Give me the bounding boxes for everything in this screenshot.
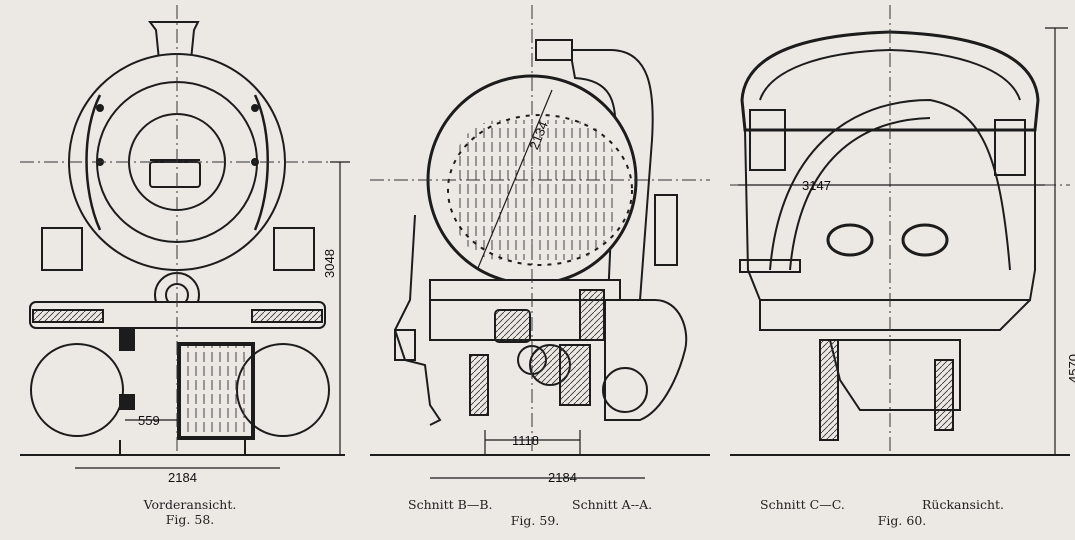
fig60-dimension-lines <box>738 27 1068 455</box>
fig59-right-section-label: Schnitt A--A. <box>572 497 653 512</box>
fig59-gauge-dimension: 2184 <box>548 470 577 485</box>
fig58-caption: Vorderansicht. Fig. 58. <box>140 497 240 527</box>
fig58-height-dimension: 3048 <box>322 249 337 278</box>
fig58-gauge-dimension: 2184 <box>168 470 197 485</box>
fig58-fig-label: Fig. 58. <box>165 512 215 527</box>
fig59-inner-width-dimension: 1118 <box>512 433 539 448</box>
fig58-centre-lines <box>20 5 345 455</box>
fig59-fig-label: Fig. 59. <box>510 513 560 528</box>
fig60-total-height-dimension: 4570 <box>1066 354 1075 383</box>
fig60-left-section-label: Schnitt C—C. <box>760 497 845 512</box>
fig59-left-section-label: Schnitt B—B. <box>408 497 493 512</box>
fig60-cab-view <box>739 30 1040 441</box>
fig58-view-label: Vorderansicht. <box>143 497 237 512</box>
fig59-dimension-lines <box>430 430 645 479</box>
fig58-dimension-lines <box>75 161 350 469</box>
fig60-fig-label: Fig. 60. <box>877 513 927 528</box>
fig58-front-view <box>29 21 330 455</box>
fig60-right-section-label: Rückansicht. <box>922 497 1005 512</box>
fig59-section <box>393 39 688 426</box>
fig58-half-width-dimension: 559 <box>138 413 160 428</box>
fig59-centre-lines <box>370 5 710 455</box>
fig60-cab-width-dimension: 3147 <box>802 178 831 193</box>
